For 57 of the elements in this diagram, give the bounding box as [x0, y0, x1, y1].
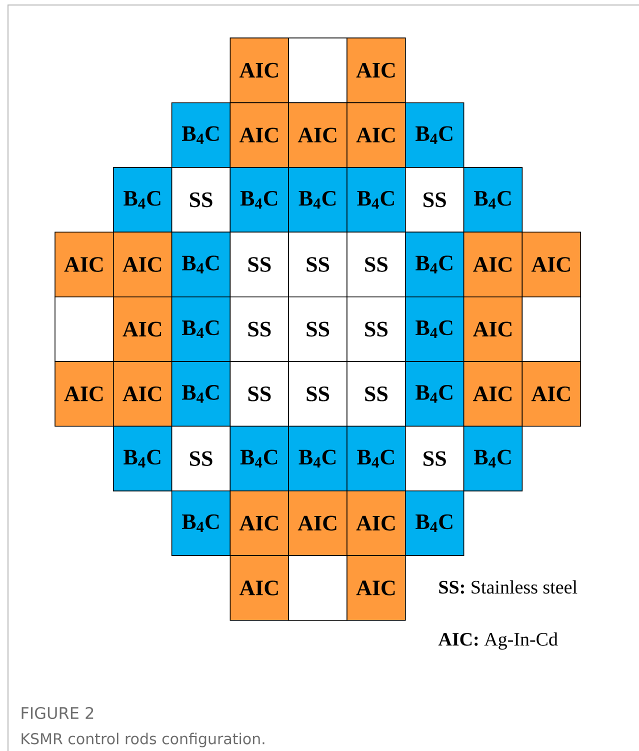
rod-cell: SS	[171, 426, 231, 492]
rod-cell: B$_{4}$C	[463, 167, 523, 233]
rod-cell: B$_{4}$C	[288, 167, 348, 233]
rod-cell: SS	[230, 361, 289, 427]
rod-cell: SS	[346, 232, 406, 298]
caption: KSMR control rods configuration.	[22, 732, 264, 748]
rod-cell: AIC	[54, 361, 114, 427]
rod-cell: B$_{4}$C	[405, 232, 464, 298]
rod-cell: B$_{4}$C	[405, 296, 464, 362]
rod-cell: SS	[230, 296, 289, 362]
rod-cell: SS	[346, 361, 406, 427]
rod-cell: AIC	[522, 361, 581, 427]
rod-cell: SS	[288, 232, 348, 298]
rod-cell: B$_{4}$C	[346, 426, 406, 492]
rod-cell: AIC	[522, 232, 581, 298]
rod-cell: AIC	[346, 38, 406, 104]
rod-cell: SS	[346, 296, 406, 362]
rod-cell: B$_{4}$C	[463, 426, 523, 492]
rod-cell: AIC	[113, 232, 172, 298]
rod-cell: SS	[405, 426, 464, 492]
rod-cell: SS	[288, 296, 348, 362]
rod-cell: B$_{4}$C	[171, 296, 231, 362]
rod-cell: B$_{4}$C	[113, 167, 172, 233]
rod-cell: AIC	[346, 490, 406, 556]
rod-cell: AIC	[463, 232, 523, 298]
rod-cell: AIC	[288, 490, 348, 556]
rod-cell: AIC	[113, 296, 172, 362]
rod-cell: B$_{4}$C	[405, 361, 464, 427]
rod-cell: B$_{4}$C	[405, 102, 464, 168]
rod-cell: B$_{4}$C	[171, 490, 231, 556]
legend-text: AIC: Ag-In-Cd	[438, 632, 558, 650]
rod-cell: B$_{4}$C	[171, 232, 231, 298]
rod-cell: B$_{4}$C	[171, 361, 231, 427]
rod-cell: AIC	[230, 38, 289, 104]
rod-cell: AIC	[463, 296, 523, 362]
figure-title: FIGURE 2	[22, 706, 94, 720]
rod-cell: SS	[405, 167, 464, 233]
rod-cell: SS	[288, 361, 348, 427]
rod-cell: AIC	[230, 490, 289, 556]
rod-cell: AIC	[113, 361, 172, 427]
rod-cell: SS	[230, 232, 289, 298]
rod-cell: B$_{4}$C	[288, 426, 348, 492]
rod-cell: AIC	[346, 555, 406, 621]
rod-cell: B$_{4}$C	[405, 490, 464, 556]
rod-cell: SS	[171, 167, 231, 233]
rod-cell: B$_{4}$C	[346, 167, 406, 233]
rod-cell: AIC	[346, 102, 406, 168]
rod-cell: AIC	[230, 102, 289, 168]
rod-cell: B$_{4}$C	[230, 167, 289, 233]
rod-cell: B$_{4}$C	[230, 426, 289, 492]
rod-cell: AIC	[230, 555, 289, 621]
rod-cell: AIC	[463, 361, 523, 427]
rod-cell: AIC	[54, 232, 114, 298]
legend-text: SS: Stainless steel	[439, 580, 578, 594]
rod-cell: B$_{4}$C	[113, 426, 172, 492]
rod-cell: AIC	[288, 102, 348, 168]
rod-cell: B$_{4}$C	[171, 102, 231, 168]
